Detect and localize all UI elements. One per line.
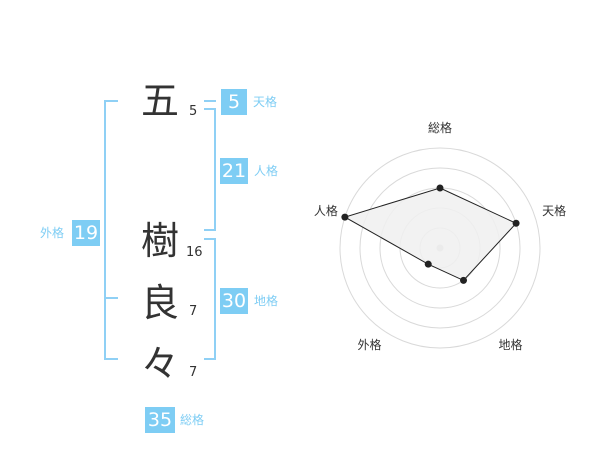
gaikaku-label: 外格 (40, 226, 65, 240)
gaikaku-badge: 19 (72, 220, 100, 246)
jinkaku-bracket (204, 108, 216, 231)
tenkaku-bracket (204, 100, 216, 102)
chikaku-badge: 30 (220, 288, 248, 314)
radar-axis-label: 地格 (499, 337, 523, 352)
radar-axis-label: 天格 (542, 203, 566, 218)
name-char-3: 良 (141, 281, 180, 325)
jinkaku-badge: 21 (220, 158, 248, 184)
radar-ring (339, 147, 541, 349)
chikaku-label: 地格 (254, 294, 279, 308)
radar-axis-label: 外格 (357, 337, 381, 352)
radar-ring (359, 167, 521, 329)
stroke-count-1: 5 (189, 104, 198, 119)
radar-point (424, 260, 432, 268)
stroke-count-4: 7 (189, 365, 198, 380)
radar-polygon (343, 187, 517, 282)
chikaku-bracket (204, 238, 216, 360)
radar-axis-label: 人格 (314, 203, 338, 218)
name-char-2: 樹 (141, 219, 180, 263)
tenkaku-badge: 5 (221, 89, 247, 115)
radar-point (436, 184, 444, 192)
radar-point (341, 213, 349, 221)
gaikaku-bracket (104, 100, 118, 360)
gaikaku-bracket-tick (104, 297, 118, 299)
radar-axis-label: 総格 (428, 120, 452, 135)
soukaku-label: 総格 (180, 413, 205, 427)
jinkaku-label: 人格 (254, 164, 279, 178)
stroke-count-2: 16 (186, 245, 203, 260)
stroke-count-3: 7 (189, 304, 198, 319)
name-char-1: 五 (141, 79, 180, 123)
soukaku-badge: 35 (145, 407, 175, 433)
tenkaku-label: 天格 (253, 95, 278, 109)
radar-point (512, 219, 520, 227)
radar-point (460, 276, 468, 284)
name-char-4: 々 (141, 342, 180, 386)
